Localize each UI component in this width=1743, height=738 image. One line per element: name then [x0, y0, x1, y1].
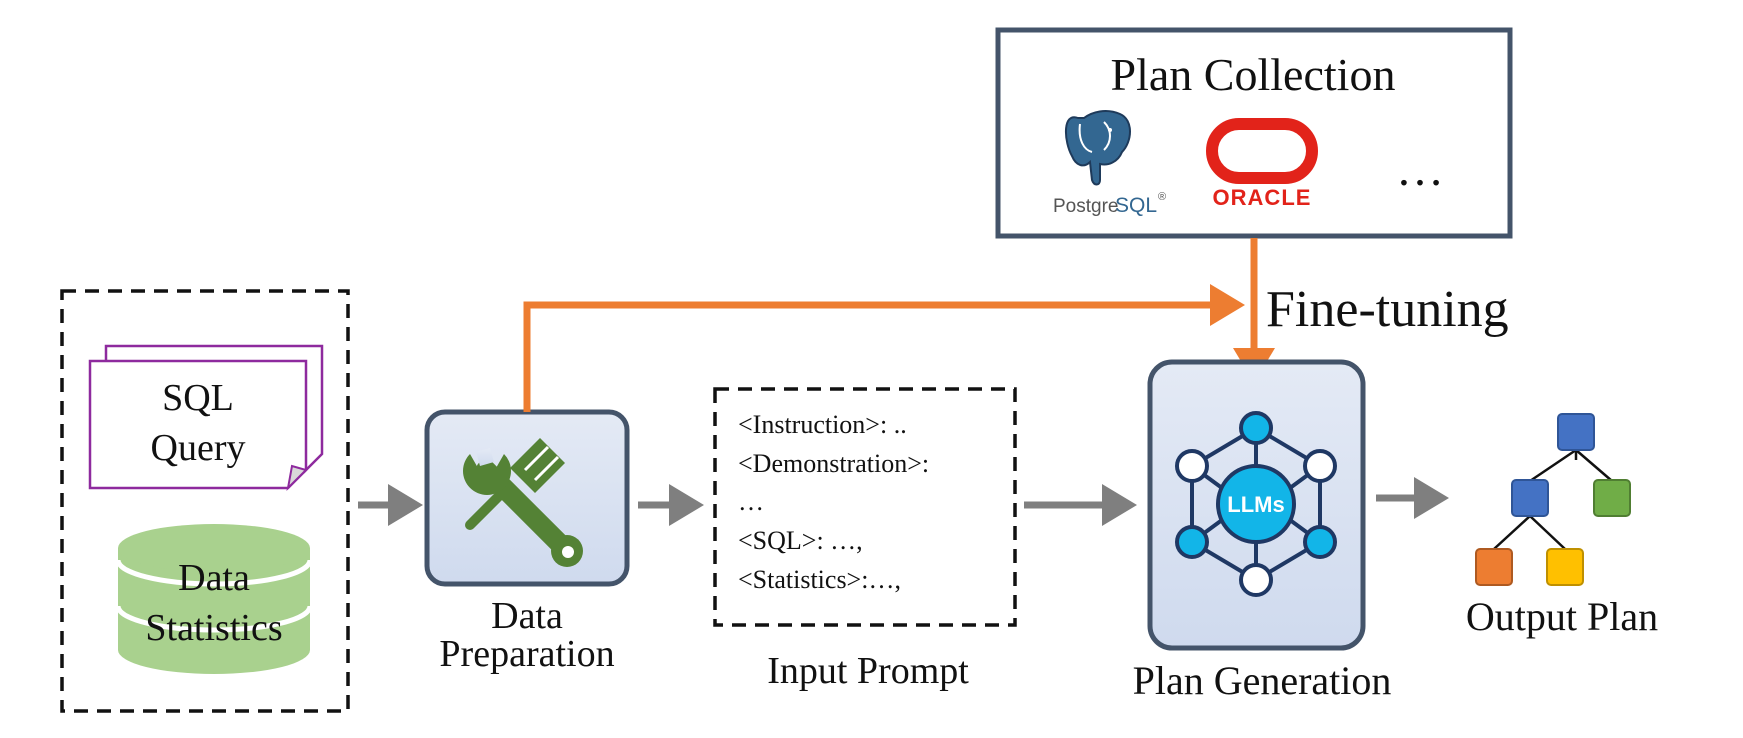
postgresql-logo-text-a: Postgre — [1053, 196, 1118, 217]
sql-query-label-line2: Query — [151, 427, 246, 469]
plan-collection-title: Plan Collection — [1111, 49, 1396, 100]
plan-generation-label: Plan Generation — [1133, 658, 1392, 703]
prompt-line-statistics: <Statistics>:…, — [738, 565, 901, 594]
data-preparation-label-line1: Data — [491, 595, 563, 637]
plan-node-left — [1511, 479, 1549, 517]
prompt-line-sql: <SQL>: …, — [738, 526, 863, 555]
input-group-border — [60, 289, 350, 713]
plan-collection-node: Plan Collection Postgre SQL ® ORACLE … — [995, 27, 1513, 239]
tools-icon — [463, 438, 583, 567]
plan-node-leaf-yellow — [1546, 548, 1584, 586]
plan-node-root — [1557, 413, 1595, 451]
plan-generation-node: LLMs Plan Generation — [1133, 359, 1392, 703]
oracle-logo-icon: ORACLE — [1206, 118, 1318, 210]
plan-collection-more: … — [1396, 143, 1444, 196]
output-plan-tree-icon — [1475, 413, 1631, 586]
llm-badge-text: LLMs — [1227, 492, 1284, 517]
input-group: SQL Query Data Statistics — [60, 289, 350, 713]
data-statistics-label-line1: Data — [178, 557, 250, 599]
data-statistics-database-icon: Data Statistics — [115, 524, 313, 674]
fine-tuning-label: Fine-tuning — [1266, 281, 1509, 338]
postgresql-logo-text-b: SQL — [1115, 194, 1157, 217]
data-statistics-label-line2: Statistics — [145, 607, 282, 649]
data-preparation-label-line2: Preparation — [439, 633, 614, 675]
prompt-line-ellipsis: … — [738, 487, 764, 516]
sql-query-document-icon: SQL Query — [88, 344, 324, 491]
input-prompt-node: <Instruction>: .. <Demonstration>: … <SQ… — [713, 387, 1017, 692]
postgresql-logo-mark: ® — [1158, 191, 1166, 203]
sql-query-label-line1: SQL — [162, 377, 234, 419]
prompt-line-instruction: <Instruction>: .. — [738, 410, 907, 439]
plan-node-right — [1593, 479, 1631, 517]
data-preparation-node: Data Preparation — [424, 409, 630, 675]
output-plan-label: Output Plan — [1466, 594, 1658, 639]
arrow-preparation-to-finetuning — [523, 284, 1245, 412]
input-prompt-label: Input Prompt — [767, 650, 969, 692]
llm-network-icon: LLMs — [1175, 411, 1337, 597]
plan-node-leaf-orange — [1475, 548, 1513, 586]
prompt-line-demonstration: <Demonstration>: — [738, 449, 929, 478]
input-prompt-box — [713, 387, 1017, 627]
oracle-logo-text: ORACLE — [1213, 185, 1312, 210]
postgresql-logo-icon: Postgre SQL ® — [1053, 110, 1166, 217]
